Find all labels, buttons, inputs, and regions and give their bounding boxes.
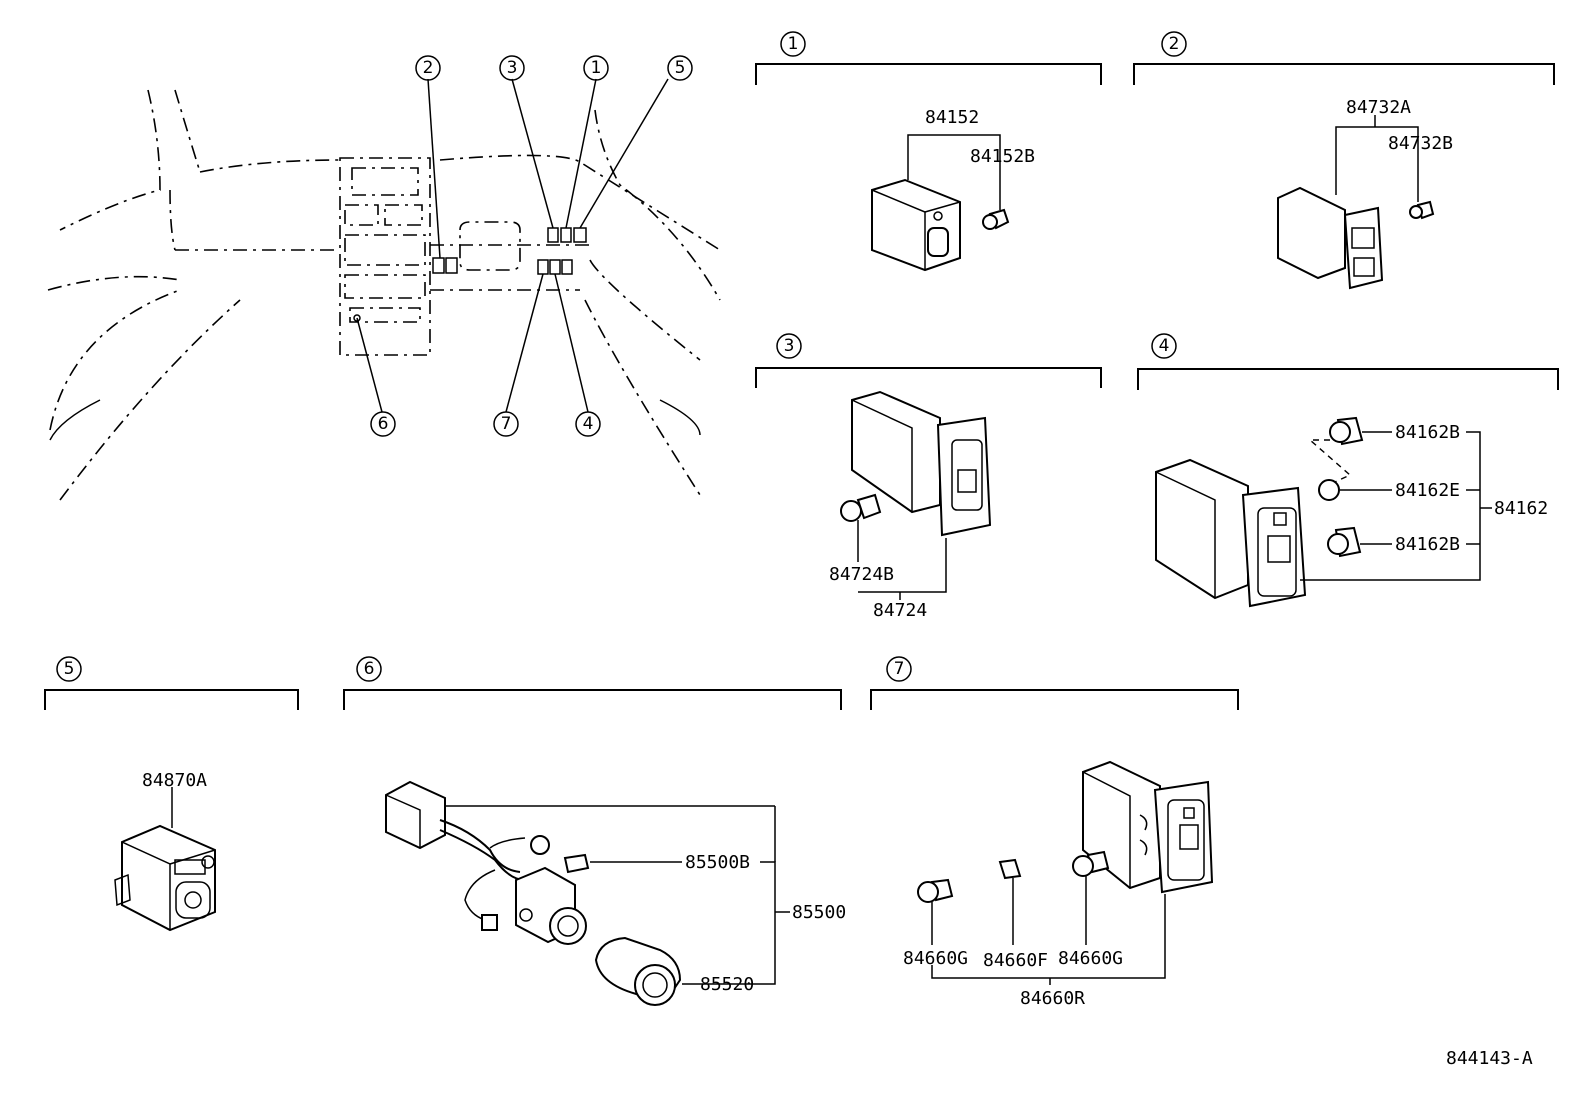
svg-text:6: 6 xyxy=(378,414,389,434)
callout-6: 6 xyxy=(370,411,396,437)
bulb-84162B-top xyxy=(1329,416,1364,446)
label-84724B: 84724B xyxy=(829,564,894,585)
label-84162B-bottom: 84162B xyxy=(1395,534,1460,555)
label-85500: 85500 xyxy=(792,902,846,923)
label-85500B: 85500B xyxy=(685,852,750,873)
cap-84162E xyxy=(1318,479,1340,501)
dashboard-overview: 2 3 1 5 6 7 4 xyxy=(47,55,721,501)
callout-4: 4 xyxy=(575,411,601,437)
label-84870A: 84870A xyxy=(142,770,207,791)
section-2: 2 84732A 84732B xyxy=(1133,31,1555,290)
svg-text:7: 7 xyxy=(501,414,512,434)
callout-3: 3 xyxy=(499,55,525,81)
svg-text:4: 4 xyxy=(1159,336,1170,356)
label-84732A: 84732A xyxy=(1346,97,1411,118)
section-7: 7 84660G 84660F 84660G xyxy=(870,656,1239,1009)
label-84660F: 84660F xyxy=(983,950,1048,971)
bulb-84732B xyxy=(1409,200,1435,220)
fog-switch-84162 xyxy=(1155,458,1307,608)
label-84660R: 84660R xyxy=(1020,988,1085,1009)
label-84732B: 84732B xyxy=(1388,133,1453,154)
section-5: 5 84870A xyxy=(44,656,299,932)
svg-text:2: 2 xyxy=(423,58,434,78)
bulb-84152B xyxy=(982,208,1010,230)
cigarette-lighter-85500 xyxy=(385,780,587,945)
label-84660G-right: 84660G xyxy=(1058,948,1123,969)
section-3: 3 84724B 84724 xyxy=(755,333,1102,621)
callout-5: 5 xyxy=(667,55,693,81)
mirror-control-84870A xyxy=(114,824,216,932)
section-1: 1 84152 84152B xyxy=(755,31,1102,272)
callout-7: 7 xyxy=(493,411,519,437)
switch-84660R xyxy=(1082,760,1214,894)
callout-1: 1 xyxy=(583,55,609,81)
bulb-85500B xyxy=(563,853,590,874)
label-84660G-left: 84660G xyxy=(903,948,968,969)
figure-code: 844143-A xyxy=(1446,1048,1533,1069)
label-84724: 84724 xyxy=(873,600,927,621)
svg-text:1: 1 xyxy=(788,34,799,54)
svg-text:2: 2 xyxy=(1169,34,1180,54)
bulb-84724B xyxy=(840,493,882,522)
callout-2: 2 xyxy=(415,55,441,81)
dimmer-switch-84152 xyxy=(871,178,961,272)
svg-text:7: 7 xyxy=(894,659,905,679)
bulb-84162B-bottom xyxy=(1327,526,1362,558)
svg-text:5: 5 xyxy=(675,58,686,78)
svg-text:3: 3 xyxy=(784,336,795,356)
bulb-84660F xyxy=(998,858,1022,880)
lighter-knob-85520 xyxy=(594,936,682,1006)
svg-text:6: 6 xyxy=(364,659,375,679)
switch-84724 xyxy=(851,390,992,537)
label-84152B: 84152B xyxy=(970,146,1035,167)
bulb-84660G-left xyxy=(917,878,954,903)
section-6: 6 xyxy=(343,656,846,1006)
svg-text:1: 1 xyxy=(591,58,602,78)
label-85520: 85520 xyxy=(700,974,754,995)
bulb-84660G-right xyxy=(1072,850,1110,877)
svg-text:4: 4 xyxy=(583,414,594,434)
label-84162: 84162 xyxy=(1494,498,1548,519)
mirror-switch-84732A xyxy=(1277,186,1384,290)
section-4: 4 84162B 84162E 84162B xyxy=(1137,333,1559,608)
label-84162E: 84162E xyxy=(1395,480,1460,501)
svg-text:5: 5 xyxy=(64,659,75,679)
svg-text:3: 3 xyxy=(507,58,518,78)
label-84152: 84152 xyxy=(925,107,979,128)
label-84162B-top: 84162B xyxy=(1395,422,1460,443)
